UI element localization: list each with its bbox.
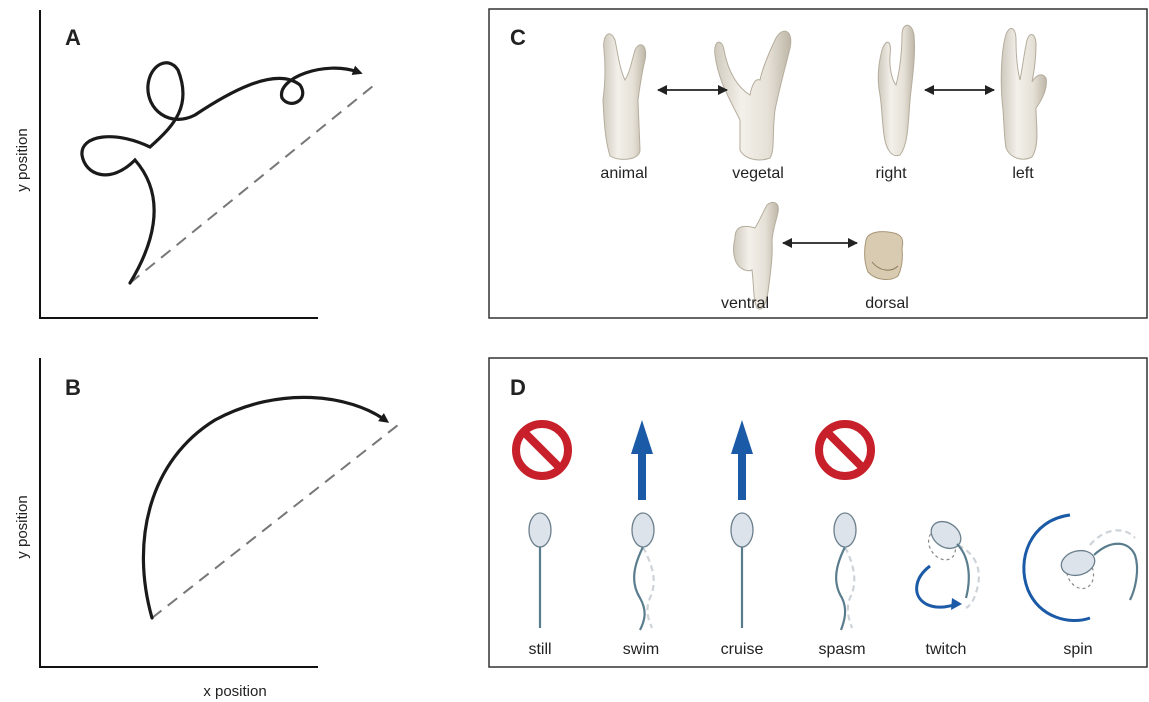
panel-a-trajectory: [82, 63, 358, 283]
label-spasm: spasm: [818, 641, 865, 658]
label-twitch: twitch: [926, 641, 967, 658]
panel-b-x-axis-label: x position: [203, 683, 266, 700]
panel-c: C animal vegetal righ: [489, 9, 1147, 318]
tail-ghost: [845, 547, 854, 628]
label-left: left: [1012, 165, 1034, 182]
panel-b-trajectory: [143, 397, 385, 618]
panel-c-letter: C: [510, 25, 526, 50]
sperm-tail: [634, 547, 644, 630]
sperm-head: [632, 513, 654, 547]
shell-left-view: [1001, 28, 1046, 159]
behavior-spasm: spasm: [818, 424, 871, 658]
panel-d-letter: D: [510, 375, 526, 400]
label-animal: animal: [600, 165, 647, 182]
behavior-still: still: [516, 424, 568, 658]
label-still: still: [528, 641, 551, 658]
sperm-head: [529, 513, 551, 547]
behavior-swim: swim: [623, 420, 659, 658]
sperm-tail: [1094, 544, 1137, 600]
panel-a: A y position: [14, 10, 373, 318]
prohibited-icon: [516, 424, 568, 476]
label-spin: spin: [1063, 641, 1092, 658]
shell-dorsal-view: [865, 232, 903, 280]
sperm-head: [1058, 547, 1097, 579]
up-arrow-icon: [731, 420, 753, 500]
panel-c-frame: [489, 9, 1147, 318]
panel-b-y-axis-label: y position: [14, 495, 31, 558]
label-dorsal: dorsal: [865, 295, 909, 312]
tail-ghost: [1090, 530, 1135, 545]
behavior-twitch: twitch: [917, 516, 979, 658]
panel-a-letter: A: [65, 25, 81, 50]
label-vegetal: vegetal: [732, 165, 784, 182]
shell-animal-view: [603, 34, 646, 159]
sperm-head: [834, 513, 856, 547]
panel-b-axes: [40, 358, 318, 667]
panel-b: B y position x position: [14, 358, 398, 700]
shell-right-view: [878, 25, 914, 155]
panel-a-y-axis-label: y position: [14, 128, 31, 191]
label-ventral: ventral: [721, 295, 769, 312]
label-cruise: cruise: [721, 641, 764, 658]
panel-b-letter: B: [65, 375, 81, 400]
sperm-head: [731, 513, 753, 547]
prohibited-icon: [819, 424, 871, 476]
behavior-spin: spin: [1024, 515, 1137, 658]
panel-d-frame: [489, 358, 1147, 667]
shell-ventral-view: [734, 202, 779, 309]
label-swim: swim: [623, 641, 659, 658]
sperm-tail: [836, 547, 845, 630]
label-right: right: [875, 165, 907, 182]
panel-d: D still swim: [489, 358, 1147, 667]
behavior-cruise: cruise: [721, 420, 764, 658]
panel-b-net-displacement-line: [152, 425, 398, 618]
up-arrow-icon: [631, 420, 653, 500]
shell-vegetal-view: [715, 31, 791, 160]
